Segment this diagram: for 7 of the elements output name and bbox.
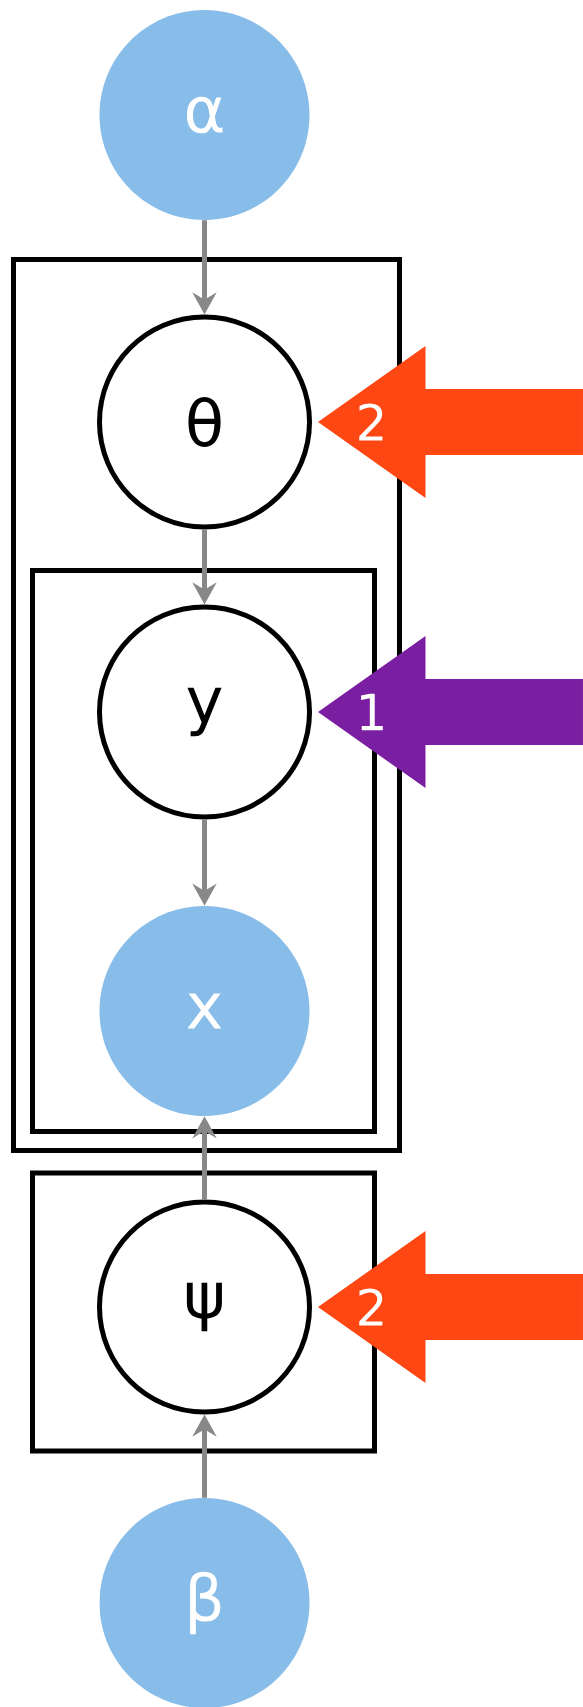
- thick-arrow: [318, 1231, 583, 1383]
- edge-label: 1: [361, 693, 383, 731]
- plate-box: [11, 257, 402, 1153]
- thick-arrow: [318, 346, 583, 498]
- edge-label: 2: [359, 403, 383, 441]
- thick-arrow: [318, 636, 583, 788]
- edge-label: 2: [359, 1288, 383, 1326]
